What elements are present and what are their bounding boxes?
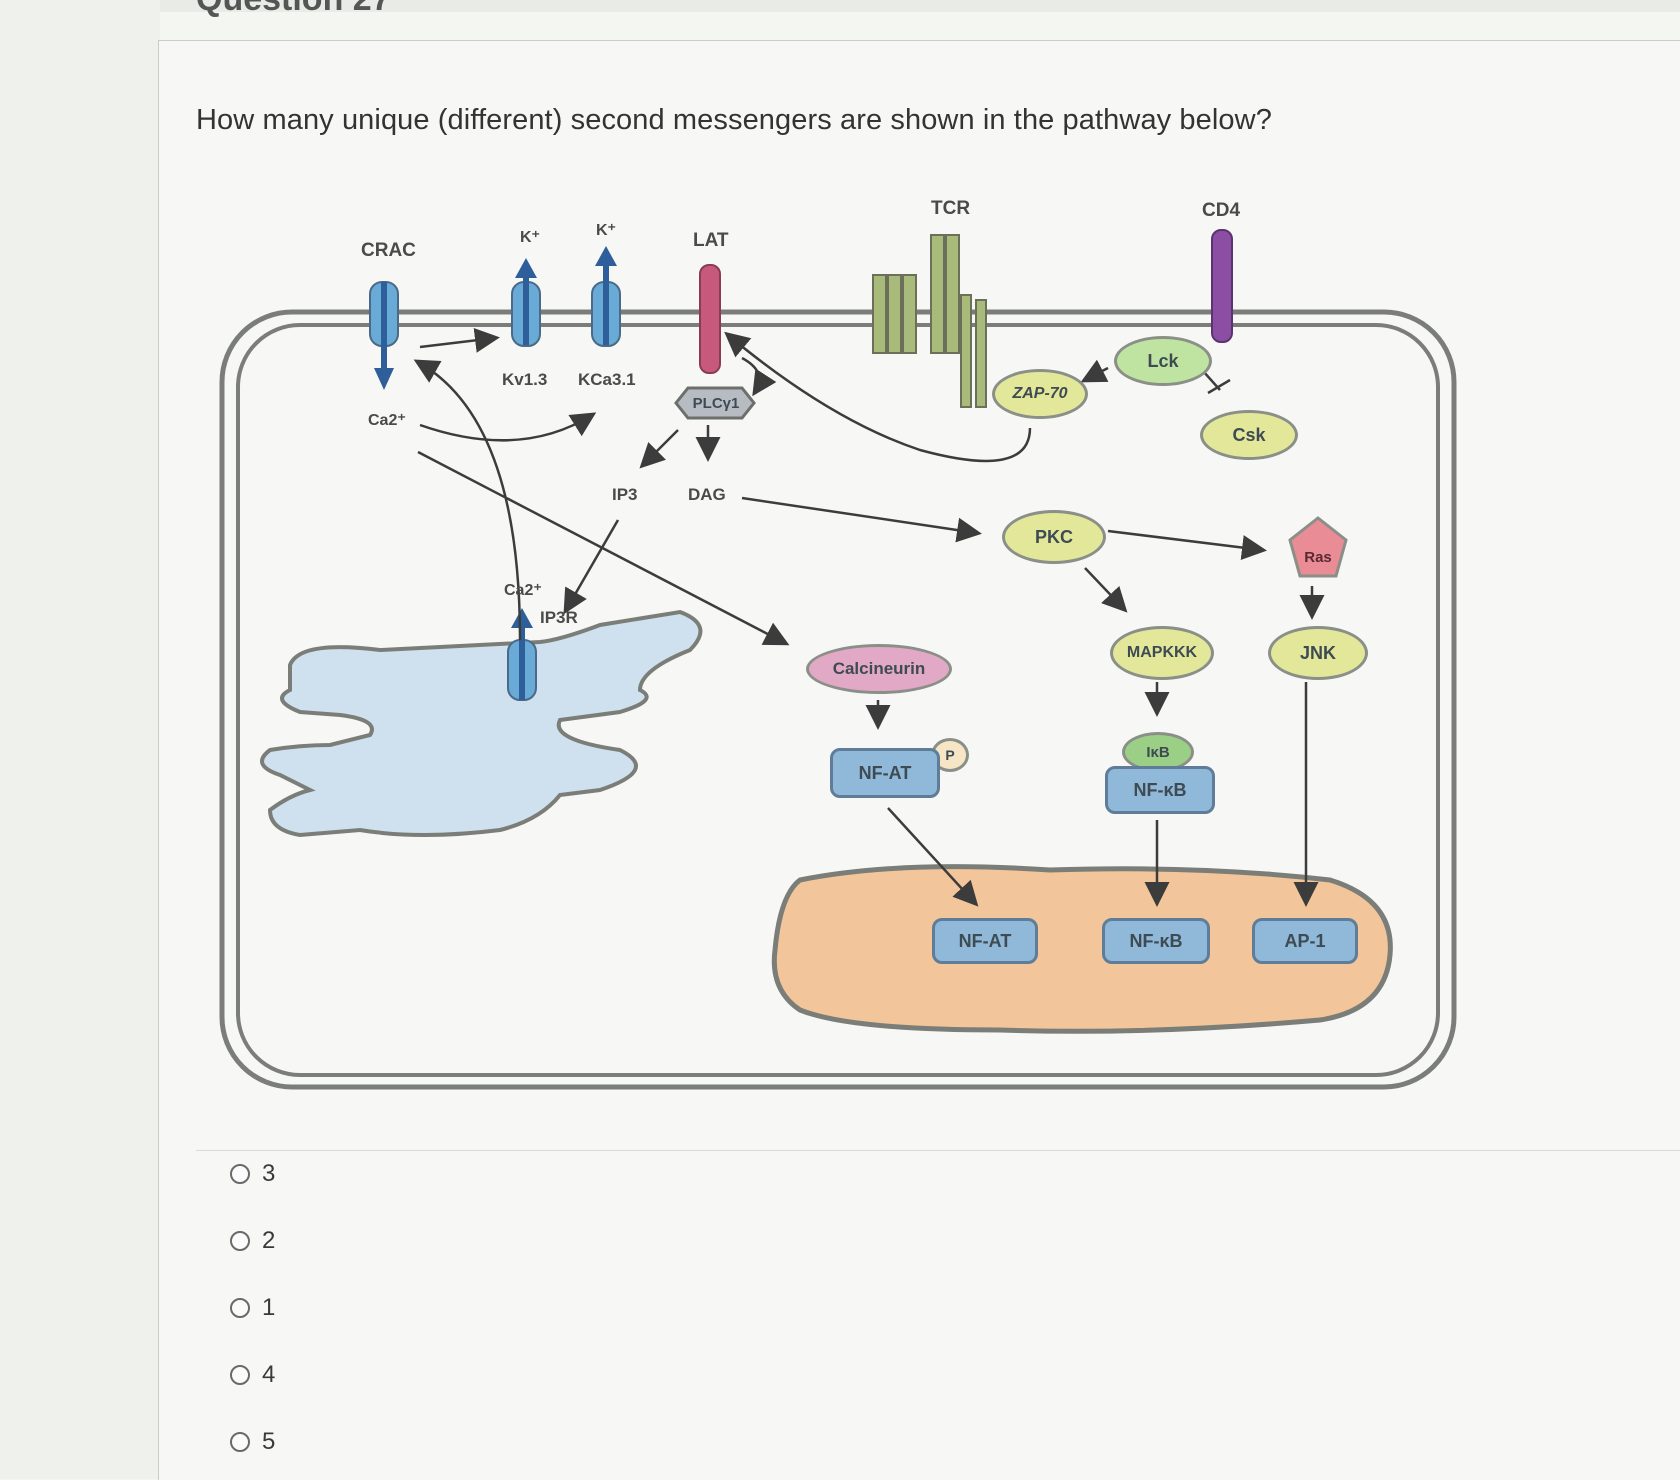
radio-button[interactable] xyxy=(230,1231,250,1251)
cd4-label: CD4 xyxy=(1202,200,1241,221)
tcr-complex xyxy=(872,234,987,408)
radio-button[interactable] xyxy=(230,1298,250,1318)
option-4[interactable]: 4 xyxy=(230,1361,275,1389)
k-ion-label: K⁺ xyxy=(520,229,540,246)
k-ion-label-2: K⁺ xyxy=(596,222,616,239)
kca31-label: KCa3.1 xyxy=(578,370,636,389)
option-label: 4 xyxy=(262,1361,276,1388)
option-5[interactable]: 5 xyxy=(230,1428,275,1456)
question-heading: Question 27 xyxy=(196,0,391,19)
left-sidebar xyxy=(0,0,160,1479)
radio-button[interactable] xyxy=(230,1365,250,1385)
mapkkk-node: MAPKKK xyxy=(1110,626,1214,680)
option-label: 5 xyxy=(262,1428,276,1455)
csk-node: Csk xyxy=(1200,410,1298,460)
crac-channel xyxy=(369,281,399,390)
option-2[interactable]: 2 xyxy=(230,1227,275,1255)
lck-node: Lck xyxy=(1114,336,1212,386)
ca2-er-label: Ca2⁺ xyxy=(504,582,542,599)
kv13-channel xyxy=(511,258,541,347)
option-label: 1 xyxy=(262,1294,276,1321)
nfkb-nucleus-node: NF-κB xyxy=(1102,918,1210,964)
ip3r-channel xyxy=(507,608,537,701)
plc-shape xyxy=(674,386,756,420)
pkc-node: PKC xyxy=(1002,510,1106,564)
ca2-label: Ca2⁺ xyxy=(368,412,406,429)
tcr-label: TCR xyxy=(931,198,971,219)
ap1-nucleus-node: AP-1 xyxy=(1252,918,1358,964)
jnk-node: JNK xyxy=(1268,626,1368,680)
kv13-label: Kv1.3 xyxy=(502,370,548,389)
lat-protein xyxy=(699,264,721,374)
nfkb-cytoplasm-node: NF-κB xyxy=(1105,766,1215,814)
ip3r-label: IP3R xyxy=(540,608,578,627)
crac-label: CRAC xyxy=(361,240,416,261)
lat-label: LAT xyxy=(693,230,729,251)
cell-membrane-inner xyxy=(236,323,1440,1077)
option-1[interactable]: 1 xyxy=(230,1294,275,1322)
ras-shape xyxy=(1288,516,1348,578)
option-label: 2 xyxy=(262,1227,276,1254)
calcineurin-node: Calcineurin xyxy=(806,644,952,694)
cd4-protein xyxy=(1211,229,1233,343)
kca31-channel xyxy=(591,246,621,347)
nucleus xyxy=(771,864,1393,1034)
question-text: How many unique (different) second messe… xyxy=(196,104,1272,136)
ip3-label: IP3 xyxy=(612,485,638,504)
plc-node: PLCγ1 xyxy=(692,394,740,412)
ras-node: Ras xyxy=(1304,548,1332,566)
dag-label: DAG xyxy=(688,485,726,504)
endoplasmic-reticulum xyxy=(260,609,703,838)
nfat-cytoplasm-node: NF-AT xyxy=(830,748,940,798)
cell-membrane-outer xyxy=(219,309,1457,1090)
divider xyxy=(196,1150,1680,1151)
zap70-node: ZAP-70 xyxy=(992,369,1088,419)
option-3[interactable]: 3 xyxy=(230,1160,275,1188)
nfat-nucleus-node: NF-AT xyxy=(932,918,1038,964)
radio-button[interactable] xyxy=(230,1164,250,1184)
option-label: 3 xyxy=(262,1160,276,1187)
radio-button[interactable] xyxy=(230,1432,250,1452)
top-strip xyxy=(0,0,1680,12)
